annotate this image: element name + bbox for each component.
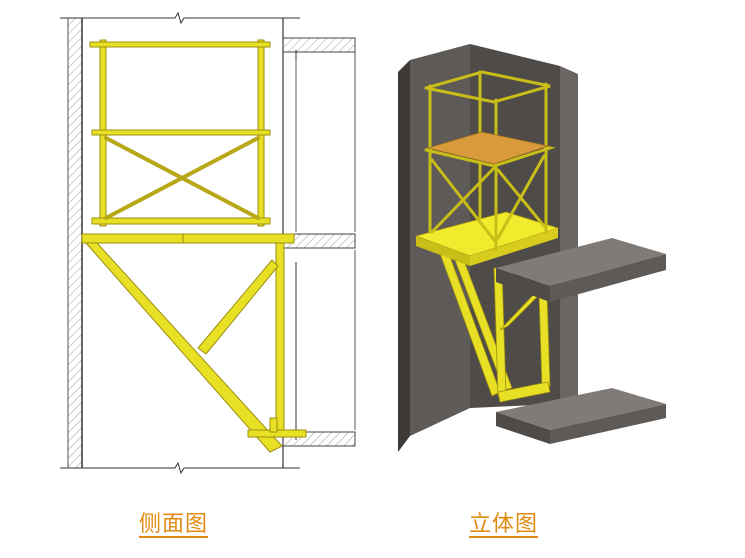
iso-upper-frame (424, 70, 556, 252)
side-upper-bracing (104, 136, 260, 220)
iso-left-wall-face (398, 60, 410, 452)
three-d-view-caption: 立体图 (469, 512, 539, 537)
iso-orange-deck (426, 131, 550, 165)
side-bracket (85, 242, 307, 453)
three-d-view-drawing (398, 44, 666, 452)
side-upper-frame (89, 39, 271, 227)
side-view-drawing (60, 11, 356, 475)
side-right-wall (282, 18, 356, 468)
side-platform-beam (81, 233, 295, 244)
iso-work-platform (414, 211, 560, 266)
side-view-caption: 侧面图 (139, 512, 209, 537)
iso-right-wall (560, 66, 578, 430)
iso-middle-slab (496, 238, 666, 302)
side-break-lines (60, 11, 300, 475)
side-left-wall (67, 17, 83, 469)
iso-lower-slab (496, 388, 666, 444)
